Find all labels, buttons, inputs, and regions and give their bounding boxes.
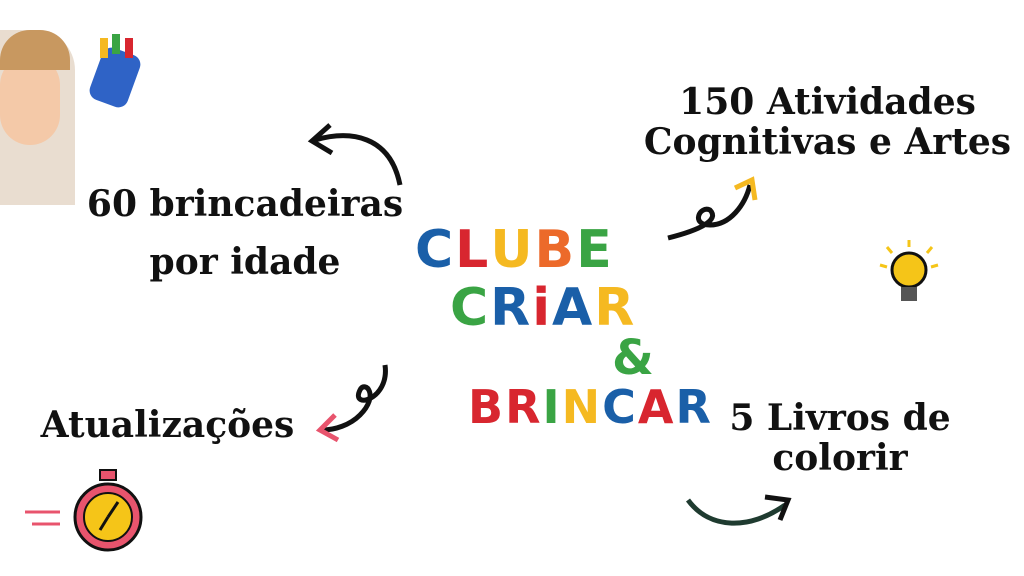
feature-brincadeiras: 60 brincadeiras por idade (80, 184, 410, 282)
logo-letter: A (637, 380, 676, 434)
feature-line: 150 Atividades (679, 81, 976, 123)
logo-letter: E (576, 220, 614, 280)
arrow-icon (667, 176, 758, 241)
feature-line: Cognitivas e Artes (643, 121, 1012, 163)
feature-atualizacoes: Atualizações (40, 404, 295, 446)
logo-letter: R (505, 380, 543, 434)
logo-letter: N (561, 380, 603, 434)
logo-letter: L (455, 220, 491, 280)
stopwatch-icon (25, 469, 143, 552)
lightbulb-icon (879, 240, 939, 301)
arrow-icon (307, 123, 403, 186)
logo-letter: R (490, 278, 533, 338)
feature-atividades: 150 Atividades Cognitivas e Artes (640, 82, 1015, 162)
feature-line: colorir (772, 437, 908, 479)
logo-letter: & (612, 330, 656, 386)
logo-letter: C (415, 220, 456, 280)
logo-line-2: CRiAR (450, 278, 636, 338)
logo-letter: B (534, 220, 577, 280)
logo-letter: R (675, 380, 713, 434)
logo-line-3: BRINCAR (468, 380, 713, 434)
child-photo (0, 20, 150, 205)
logo-letter: C (602, 380, 638, 434)
feature-line: 60 brincadeiras (86, 183, 404, 225)
logo-letter: I (542, 380, 562, 434)
painted-hand (86, 44, 144, 111)
logo-letter: i (532, 278, 553, 338)
feature-line: 5 Livros de (729, 397, 951, 439)
logo-letter: R (594, 278, 637, 338)
feature-livros: 5 Livros de colorir (720, 398, 960, 478)
logo-letter: A (552, 278, 595, 338)
feature-line: por idade (149, 241, 341, 283)
logo-letter: B (468, 380, 506, 434)
logo-letter: C (450, 278, 491, 338)
logo-ampersand: & (612, 330, 656, 386)
arrow-icon (685, 494, 792, 526)
logo-line-1: CLUBE (415, 220, 614, 280)
logo-letter: U (490, 220, 535, 280)
arrow-icon (315, 364, 388, 443)
